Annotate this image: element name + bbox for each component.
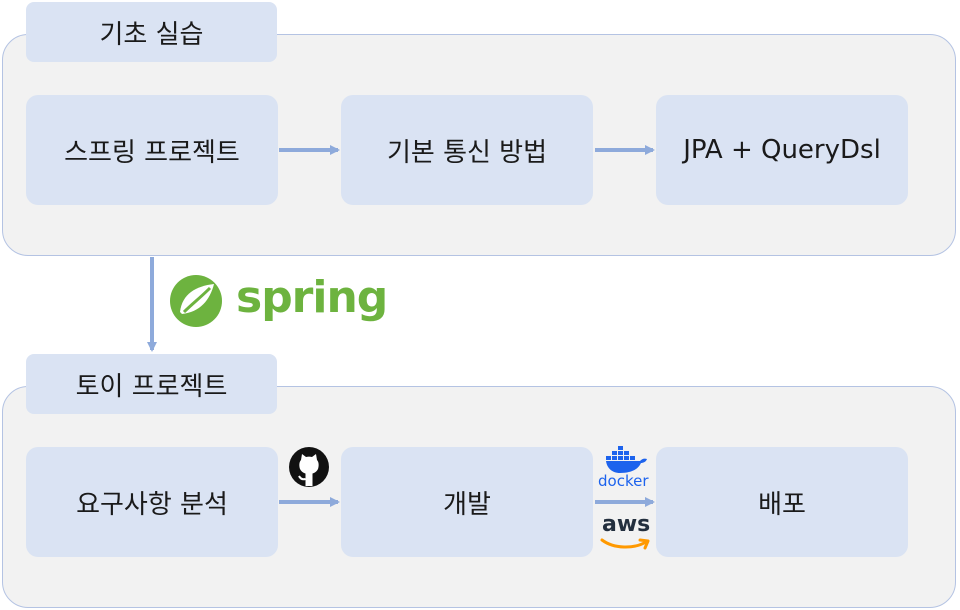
step-spring-project: 스프링 프로젝트	[26, 95, 278, 205]
step-jpa-querydsl: JPA + QueryDsl	[656, 95, 908, 205]
step-basic-communication: 기본 통신 방법	[341, 95, 593, 205]
spring-leaf-icon	[170, 275, 222, 327]
aws-smile-icon	[600, 538, 650, 550]
section-toy-project-title: 토이 프로젝트	[26, 354, 277, 414]
spring-logo-text: spring	[236, 272, 388, 323]
step-development: 개발	[341, 447, 593, 557]
github-icon	[289, 447, 329, 487]
docker-whale-icon	[606, 446, 647, 473]
docker-logo-text: docker	[598, 472, 649, 490]
aws-logo-text: aws	[602, 512, 651, 537]
section-basic-practice-title: 기초 실습	[26, 2, 277, 62]
step-requirements-analysis: 요구사항 분석	[26, 447, 278, 557]
step-deployment: 배포	[656, 447, 908, 557]
